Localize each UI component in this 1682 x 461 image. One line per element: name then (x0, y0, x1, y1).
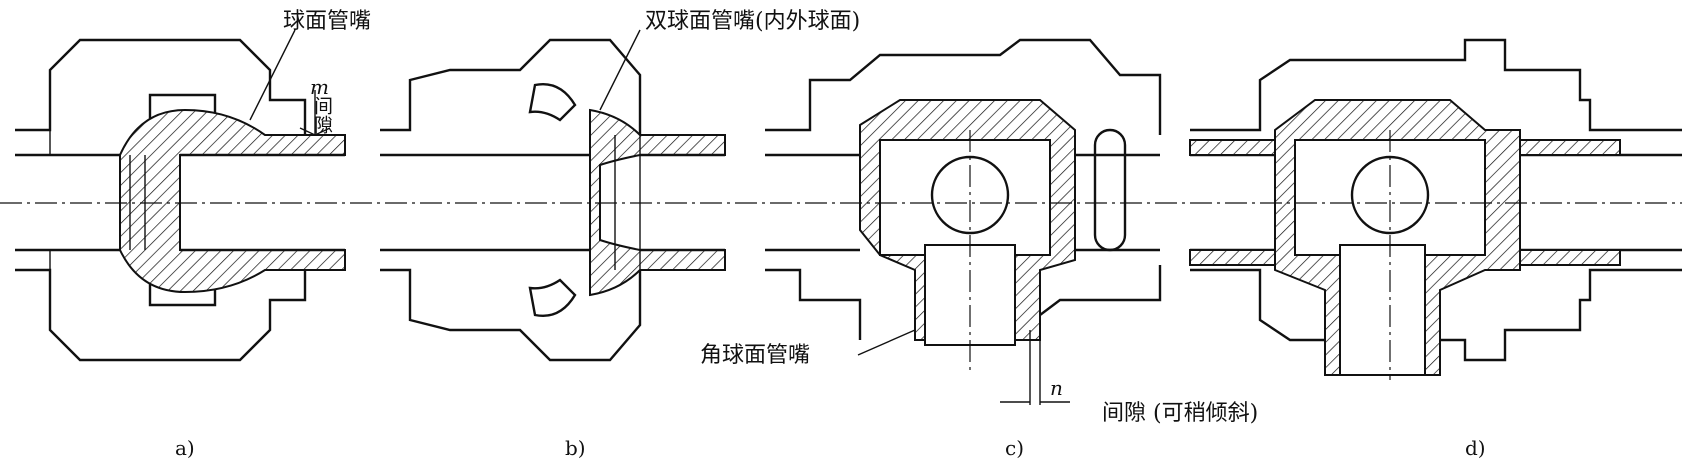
caption-b: b) (565, 436, 586, 460)
panel-b-body (380, 38, 642, 362)
caption-a: a) (175, 436, 195, 460)
label-gap-c: 间隙 (可稍倾斜) (1102, 401, 1258, 426)
caption-d: d) (1465, 436, 1486, 460)
label-double-spherical-nozzle: 双球面管嘴(内外球面) (645, 9, 860, 34)
label-gap-a: 间隙 (311, 96, 333, 134)
panel-d (1189, 38, 1682, 376)
label-angled-spherical-nozzle: 角球面管嘴 (700, 343, 810, 368)
label-spherical-nozzle: 球面管嘴 (283, 9, 371, 34)
panel-a-body (15, 38, 307, 362)
double-spherical-nozzle-b (589, 108, 726, 297)
label-gap-symbol-n: n (1050, 376, 1063, 400)
spherical-nozzle-a (119, 108, 346, 294)
panel-b (380, 29, 726, 362)
caption-c: c) (1005, 436, 1024, 460)
panel-d-body (1190, 38, 1682, 362)
label-gap-symbol-m: m (310, 75, 329, 99)
panel-a (15, 29, 346, 362)
panel-c (765, 38, 1162, 405)
